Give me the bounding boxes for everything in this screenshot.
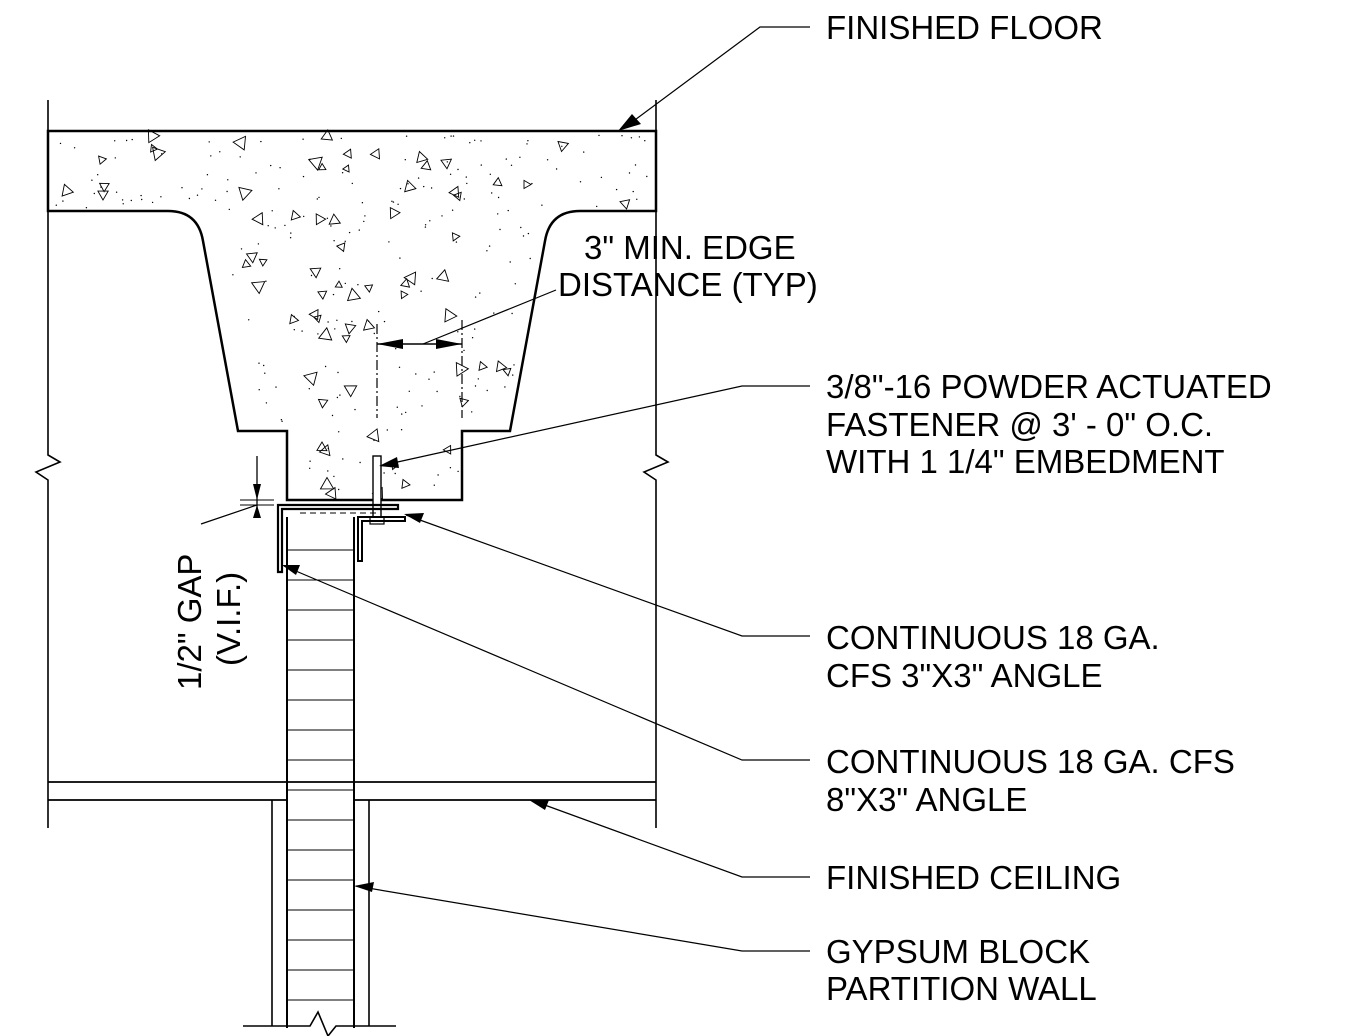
label-edge-distance-line1: 3" MIN. EDGE [584, 229, 796, 266]
leader-3x3-angle [404, 513, 810, 637]
cfs-3x3-angle [357, 516, 406, 562]
label-finished-ceiling: FINISHED CEILING [826, 859, 1121, 896]
label-gap-line2: (V.I.F.) [210, 572, 247, 666]
gypsum-block-wall [286, 517, 355, 1028]
label-8x3-angle-line1: CONTINUOUS 18 GA. CFS [826, 743, 1235, 780]
label-gap-line1: 1/2" GAP [171, 554, 208, 690]
bottom-break-line [243, 1010, 396, 1036]
concrete-aggregate-hatch [55, 129, 648, 500]
label-fastener-line3: WITH 1 1/4" EMBEDMENT [826, 443, 1225, 480]
label-3x3-angle-line2: CFS 3"X3" ANGLE [826, 657, 1103, 694]
label-3x3-angle-line1: CONTINUOUS 18 GA. [826, 619, 1160, 656]
right-break-line [642, 100, 670, 828]
leader-finished-ceiling [529, 799, 810, 878]
leader-finished-floor [618, 26, 810, 131]
label-partition-line1: GYPSUM BLOCK [826, 933, 1090, 970]
cfs-8x3-angle [276, 503, 400, 574]
label-fastener-line1: 3/8"-16 POWDER ACTUATED [826, 368, 1272, 405]
finished-ceiling-assembly [48, 781, 656, 1026]
label-8x3-angle-line2: 8"X3" ANGLE [826, 781, 1027, 818]
leader-partition-wall [354, 882, 810, 952]
leader-8x3-angle [282, 565, 810, 761]
label-partition-line2: PARTITION WALL [826, 970, 1097, 1007]
left-break-line [34, 100, 62, 828]
gap-dimension [200, 456, 274, 525]
concrete-slab-and-beam [46, 129, 658, 502]
label-finished-floor: FINISHED FLOOR [826, 9, 1103, 46]
label-fastener-line2: FASTENER @ 3' - 0" O.C. [826, 406, 1213, 443]
leader-fastener [379, 385, 810, 468]
edge-distance-dimension [376, 320, 463, 418]
leader-edge-distance [422, 289, 557, 345]
label-edge-distance-line2: DISTANCE (TYP) [558, 266, 818, 303]
